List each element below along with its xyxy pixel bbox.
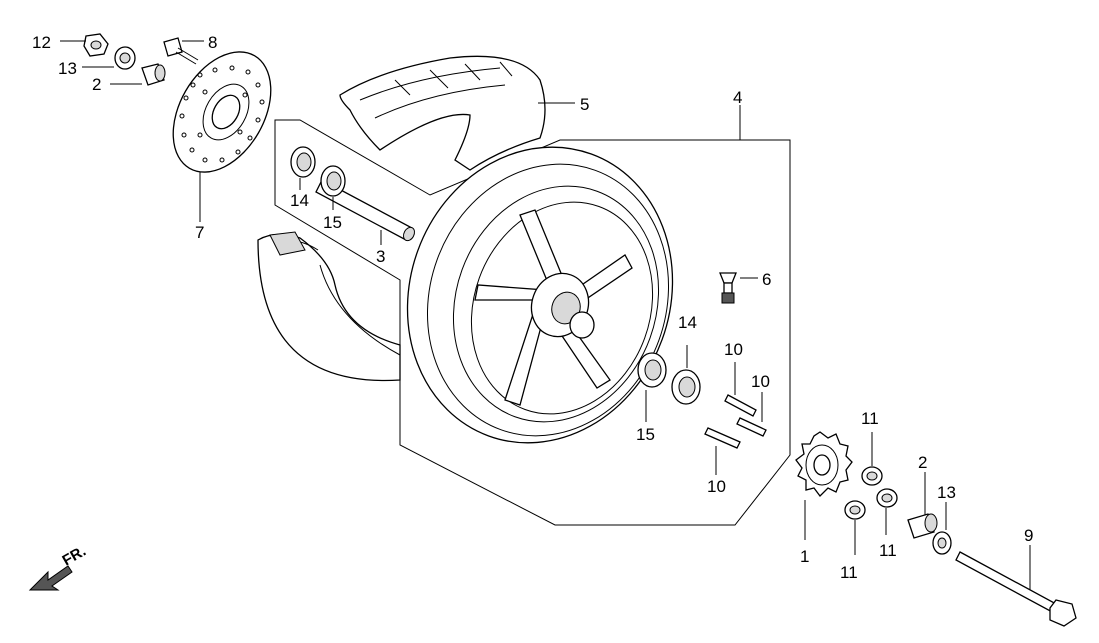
- callout-15-right: 15: [636, 425, 655, 444]
- callout-2-right: 2: [918, 453, 927, 472]
- nut-parts: [844, 432, 898, 555]
- callout-1: 1: [800, 547, 809, 566]
- bearing-15-right: [637, 352, 667, 422]
- callout-11-middle: 11: [879, 541, 897, 560]
- bearing-14-left: [290, 146, 316, 190]
- callout-labels: 12 13 2 8 7 14 15 3 5 4 6 14 15 10 10 10…: [32, 33, 1033, 582]
- washer-13-right: [932, 502, 952, 555]
- bolt-8-part: [163, 37, 204, 65]
- callout-10-middle: 10: [751, 372, 770, 391]
- callout-7: 7: [195, 223, 204, 242]
- callout-13-right: 13: [937, 483, 956, 502]
- bearing-14-right: [671, 345, 701, 405]
- collar-2-left: [110, 63, 166, 86]
- callout-10-lower: 10: [707, 477, 726, 496]
- callout-9: 9: [1024, 526, 1033, 545]
- washer-13-left: [82, 46, 136, 70]
- wheel-hub: [530, 272, 595, 339]
- callout-14-right: 14: [678, 313, 697, 332]
- inner-tube-part: [257, 231, 401, 382]
- callout-6: 6: [762, 270, 771, 289]
- callout-12: 12: [32, 33, 51, 52]
- tire-part: [339, 55, 575, 171]
- callout-5: 5: [580, 95, 589, 114]
- nut-12-part: [60, 33, 109, 57]
- callout-15-left: 15: [323, 213, 342, 232]
- callout-4: 4: [733, 88, 742, 107]
- callout-14-left: 14: [290, 191, 309, 210]
- callout-8: 8: [208, 33, 217, 52]
- callout-3: 3: [376, 247, 385, 266]
- callout-11-upper: 11: [861, 409, 879, 428]
- callout-11-lower: 11: [840, 563, 858, 582]
- wheel-rim-part: [406, 146, 674, 444]
- bearing-15-left: [320, 165, 346, 210]
- brake-disc-part: [172, 51, 272, 222]
- callout-10-upper: 10: [724, 340, 743, 359]
- valve-part: [719, 272, 758, 304]
- sprocket-part: [795, 431, 853, 540]
- callout-2-left: 2: [92, 75, 101, 94]
- brake-disc-holes: [179, 65, 265, 163]
- collar-2-right: [907, 472, 938, 539]
- front-direction-label: FR.: [60, 543, 89, 570]
- collar-tube-part: [315, 179, 416, 245]
- callout-13-left: 13: [58, 59, 77, 78]
- front-direction-arrow: FR.: [28, 543, 89, 591]
- stud-parts: [704, 362, 767, 475]
- axle-bolt-part: [955, 545, 1077, 627]
